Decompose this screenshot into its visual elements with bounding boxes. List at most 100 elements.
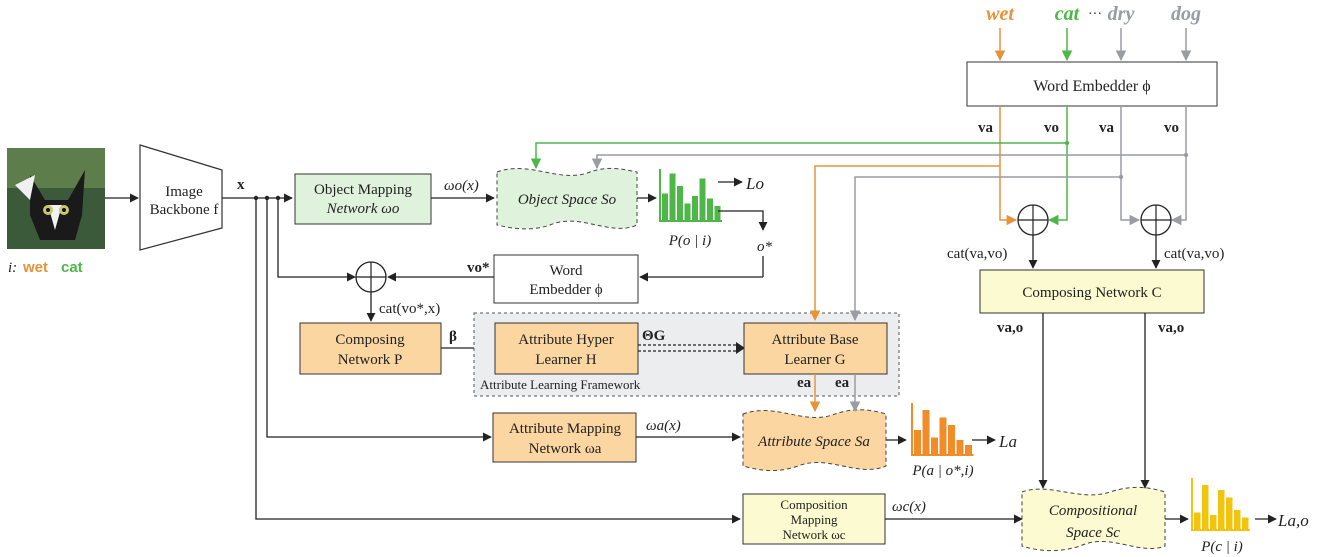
- compositional-space-label-1: Compositional: [1049, 503, 1137, 519]
- label-loss-o: Lo: [745, 174, 764, 193]
- attr-map-label-1: Attribute Mapping: [509, 421, 622, 437]
- image-backbone-shape: [139, 144, 223, 251]
- line-green-vo-to-object-space: [530, 142, 1067, 170]
- framework-label: Attribute Learning Framework: [480, 377, 641, 392]
- composing-p-label-2: Network P: [338, 352, 403, 368]
- object-mapping-label-1: Object Mapping: [314, 182, 412, 198]
- label-v-o-2: vo: [1164, 120, 1179, 136]
- attribute-hist-axis: [911, 403, 974, 456]
- object-space-label: Object Space So: [518, 192, 617, 208]
- image-backbone-label-2: Backbone f: [150, 202, 219, 218]
- label-e-a-2: ea: [835, 375, 850, 391]
- composition-hist-axis: [1191, 478, 1250, 531]
- line-gray-vo-to-object-space: [591, 154, 1186, 170]
- label-p-a-o-i: P(a | o*,i): [911, 463, 973, 479]
- composition-hist-bar: [1234, 510, 1241, 530]
- label-cat-va-vo-1: cat(va,vo): [947, 246, 1007, 262]
- composing-p-label-1: Composing: [335, 332, 405, 348]
- label-e-a-1: ea: [797, 375, 812, 391]
- attr-map-label-2: Network ωa: [529, 441, 602, 457]
- composing-network-p-box: [299, 322, 442, 375]
- word-embedder-mid-label-1: Word: [550, 263, 583, 279]
- input-cat-image: [7, 148, 105, 249]
- composition-hist-bar: [1226, 497, 1233, 530]
- label-omega-c-x: ωc(x): [892, 499, 926, 515]
- attribute-base-learner-box: [743, 322, 888, 375]
- label-p-c-i: P(c | i): [1200, 539, 1243, 555]
- object-space-shape: [496, 167, 638, 230]
- arrow-to-o-star: [718, 210, 768, 231]
- label-loss-ao: La,o: [1277, 511, 1309, 530]
- attribute-hist-bar: [965, 445, 972, 455]
- input-caption-attr: wet: [22, 259, 48, 276]
- arrow-theta-g: [638, 342, 745, 354]
- attribute-hyper-learner-box: [494, 322, 639, 375]
- label-omega-o-x: ωo(x): [444, 178, 479, 194]
- compositional-space-label-2: Space Sc: [1066, 525, 1120, 541]
- attribute-hist-bar: [922, 410, 930, 455]
- object-probability-histogram: [659, 169, 722, 222]
- label-omega-a-x: ωa(x): [646, 418, 681, 434]
- word-embedder-top-box: [966, 61, 1218, 107]
- compositional-space-shape: [1021, 486, 1166, 552]
- attribute-space-shape: [742, 409, 887, 472]
- attribute-hist-bar: [948, 425, 955, 455]
- line-gray-va-to-concat: [1120, 106, 1141, 226]
- attr-base-label-2: Learner G: [784, 352, 845, 368]
- label-v-ao-2: va,o: [1158, 320, 1184, 336]
- label-o-star: o*: [757, 239, 773, 255]
- attr-base-label-1: Attribute Base: [771, 332, 858, 348]
- attribute-hist-bar: [939, 417, 947, 455]
- label-cat-vo-x: cat(vo*,x): [379, 301, 440, 317]
- label-loss-a: La: [998, 432, 1017, 451]
- attribute-probability-histogram: [911, 403, 974, 456]
- object-hist-bar: [714, 206, 721, 221]
- line-orange-va-to-base-learner: [809, 165, 1000, 322]
- composition-hist-bar: [1218, 490, 1225, 530]
- object-mapping-network-box: [294, 173, 432, 225]
- composition-hist-bar: [1202, 485, 1209, 530]
- concat-circle-3: [1140, 204, 1172, 236]
- object-hist-bar: [684, 203, 691, 221]
- label-v-a-2: va: [1099, 120, 1115, 136]
- comp-map-label-3: Network ωc: [782, 527, 845, 542]
- arrow-x-to-attribute-mapping: [266, 198, 492, 442]
- label-p-o-i: P(o | i): [668, 233, 711, 249]
- label-v-a-1: va: [978, 120, 994, 136]
- word-cat: cat: [1055, 3, 1081, 25]
- attribute-space-label: Attribute Space Sa: [757, 434, 870, 450]
- attr-hyper-label-2: Learner H: [535, 352, 596, 368]
- label-x: x: [237, 177, 245, 193]
- arrow-x-to-composition-mapping: [255, 198, 741, 524]
- label-v-o-star: vo*: [467, 260, 490, 276]
- composing-network-c-box: [979, 269, 1205, 314]
- composition-hist-bar: [1194, 512, 1201, 530]
- composition-hist-bar: [1210, 515, 1217, 530]
- arrow-x-to-concat-1: [277, 198, 356, 282]
- object-mapping-label-2: Network ωo: [326, 201, 400, 217]
- object-hist-bar: [662, 193, 668, 221]
- object-hist-bar: [669, 173, 676, 221]
- composition-mapping-network-box: [742, 493, 886, 545]
- label-v-o-1: vo: [1044, 120, 1059, 136]
- attribute-hist-bar: [931, 437, 938, 455]
- object-hist-bar: [707, 198, 713, 221]
- attribute-hist-bar: [956, 440, 964, 455]
- attribute-hist-bar: [914, 430, 921, 455]
- composition-probability-histogram: [1191, 478, 1250, 531]
- word-dry: dry: [1108, 3, 1135, 25]
- composition-hist-bar: [1242, 517, 1249, 530]
- attr-hyper-label-1: Attribute Hyper: [518, 332, 613, 348]
- line-gray-va-to-base-learner: [849, 176, 1121, 322]
- label-v-ao-1: va,o: [997, 320, 1023, 336]
- concat-circle-2: [1017, 204, 1049, 236]
- word-embedder-mid-label-2: Embedder ϕ: [529, 282, 602, 298]
- object-hist-bar: [692, 196, 698, 221]
- label-theta-g: ΘG: [642, 328, 666, 344]
- comp-map-label-1: Composition: [780, 497, 848, 512]
- input-caption-prefix: i:: [8, 260, 17, 276]
- label-cat-va-vo-2: cat(va,vo): [1164, 246, 1224, 262]
- composing-c-label: Composing Network C: [1022, 285, 1161, 301]
- object-hist-bar: [699, 178, 706, 221]
- word-ellipsis: ···: [1088, 7, 1102, 22]
